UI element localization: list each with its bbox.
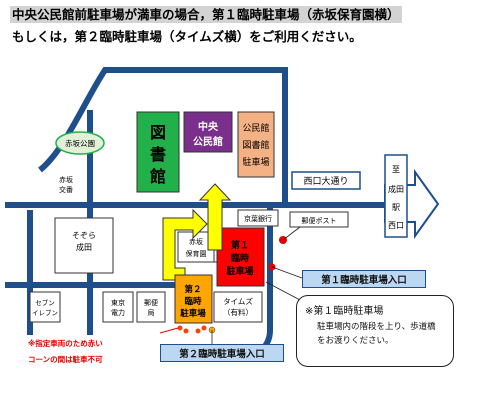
curved-road [38, 67, 288, 205]
sozora-line-2: 成田 [76, 242, 92, 252]
post-office [136, 291, 166, 323]
times-line-2: （有料） [223, 307, 253, 317]
sozora-line-1: そぞら [72, 231, 96, 240]
nishiguchi-street-label: 西口大通り [303, 175, 348, 187]
civic-parking-line-2: 図書館 [242, 139, 269, 151]
callout-body-1: 駐車場内の階段を上り、歩道橋 [317, 322, 436, 332]
lot2-line-3: 駐車場 [180, 308, 206, 319]
koban-line-1: 赤坂 [59, 175, 73, 184]
nursery-line-1: 赤坂 [189, 237, 203, 246]
to-station-box [384, 154, 408, 238]
to-station-line-1: 至 [392, 165, 400, 174]
lot2-line-1: 第２ [184, 284, 201, 295]
civic-parking-line-3: 駐車場 [242, 156, 269, 168]
seven-line-1: セブン [35, 298, 55, 307]
yellow-arrows [162, 183, 232, 281]
red-note-line-2: コーンの間は駐車不可 [28, 355, 103, 364]
sozora [54, 217, 114, 274]
to-station-line-4: 西口 [388, 221, 404, 230]
seven-eleven [29, 291, 61, 323]
to-station-line-3: 駅 [392, 203, 400, 212]
post-box-label: 郵便ポスト [302, 216, 337, 225]
lot2-line-2: 臨時 [184, 296, 202, 307]
civic-center-line-1: 中央 [198, 120, 219, 133]
akasaka-park [55, 131, 105, 155]
to-station-line-2: 成田 [388, 184, 404, 194]
nursery-line-2: 保育園 [186, 249, 207, 258]
tepco [102, 291, 134, 323]
lot1-line-2: 臨時 [231, 252, 249, 264]
keiyo-bank-label: 京葉銀行 [244, 214, 272, 223]
arrow-up-main [198, 183, 232, 251]
times-line-1: タイムズ [223, 296, 253, 306]
lot1-callout: ※第１臨時駐車場 駐車場内の階段を上り、歩道橋 をお渡りください。 [296, 295, 454, 367]
library-char-1: 図 [150, 123, 166, 142]
civic-parking-line-1: 公民館 [242, 122, 269, 134]
arrow-loop [162, 208, 208, 281]
library-char-3: 館 [150, 167, 166, 186]
callout-body-2: をお渡りください。 [317, 336, 394, 346]
lot1-line-3: 駐車場 [226, 265, 253, 277]
lot2 [174, 274, 213, 324]
koban-line-2: 交番 [59, 185, 73, 194]
cone-pointer [159, 327, 179, 334]
tepco-line-2: 電力 [111, 308, 125, 317]
lot1-line-1: 第１ [231, 239, 249, 251]
seven-line-2: イレブン [32, 308, 58, 317]
post-office-line-1: 郵便 [144, 298, 158, 307]
civic-center-line-2: 公民館 [193, 135, 223, 148]
nishiguchi-street [291, 171, 361, 190]
entry1-label: 第１臨時駐車場入口 [302, 270, 426, 288]
akasaka-park-label: 赤坂公園 [65, 138, 95, 148]
times [213, 291, 263, 323]
callout-title: ※第１臨時駐車場 [305, 306, 384, 317]
library-char-2: 書 [150, 145, 166, 164]
lot1 [216, 227, 265, 287]
entry2-label: 第２臨時駐車場入口 [160, 344, 284, 362]
civic-center [183, 111, 233, 153]
post-office-line-2: 局 [148, 309, 155, 317]
post-box [289, 211, 349, 228]
red-cones [177, 325, 207, 334]
tepco-line-1: 東京 [111, 298, 125, 307]
headline-line-2: もしくは，第２臨時駐車場（タイムズ横）をご利用ください。 [12, 29, 362, 44]
civic-parking [237, 111, 275, 178]
library [136, 111, 180, 193]
red-note-line-1: ※指定車両のため赤い [28, 339, 103, 348]
headline-line-1: 中央公民館前駐車場が満車の場合，第１臨時駐車場（赤坂保育園横） [10, 6, 402, 23]
keiyo-bank [237, 209, 279, 227]
